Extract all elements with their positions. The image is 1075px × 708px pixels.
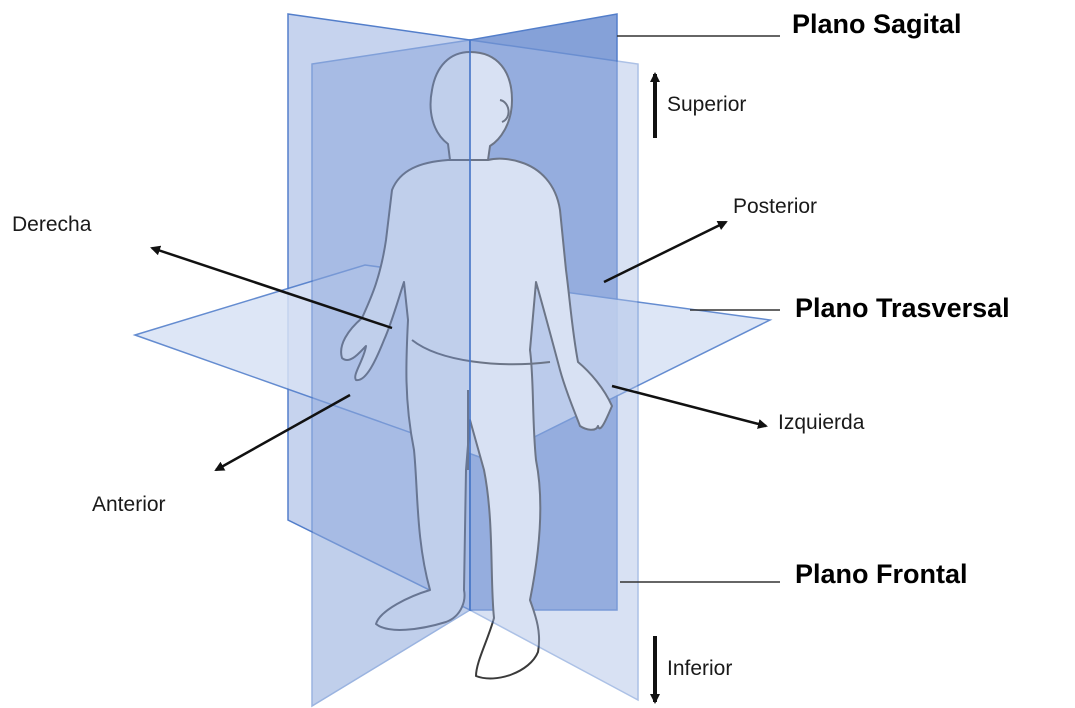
posterior-label: Posterior <box>733 195 817 218</box>
left-label: Izquierda <box>778 411 865 434</box>
transverse-plane-label: Plano Trasversal <box>795 293 1010 323</box>
superior-label: Superior <box>667 93 746 116</box>
frontal-plane-front <box>312 40 470 706</box>
frontal-plane-label: Plano Frontal <box>795 559 968 589</box>
sagittal-plane-front <box>470 40 638 700</box>
right-label: Derecha <box>12 213 92 236</box>
inferior-label: Inferior <box>667 657 732 680</box>
anterior-label: Anterior <box>92 493 166 516</box>
sagittal-plane-label: Plano Sagital <box>792 9 962 39</box>
